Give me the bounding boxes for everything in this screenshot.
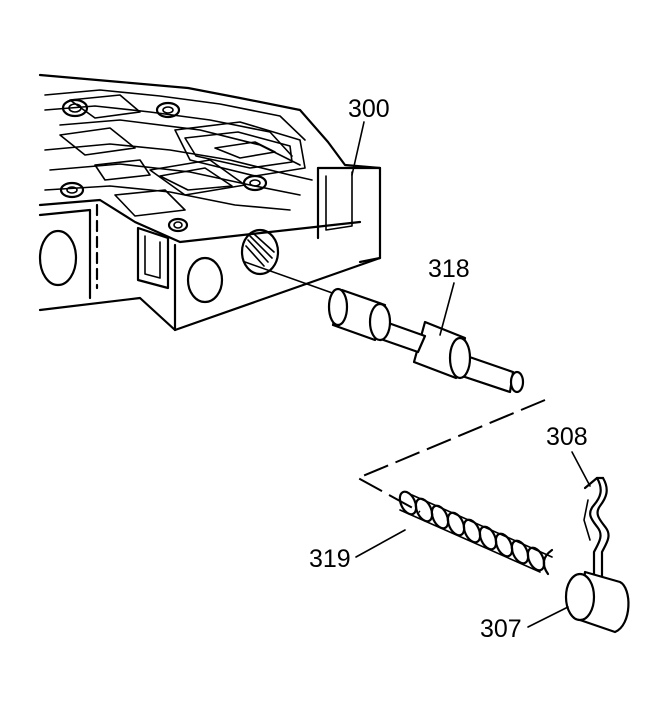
valve-bore bbox=[240, 228, 280, 276]
callout-308: 308 bbox=[546, 423, 588, 451]
valve bbox=[244, 261, 525, 394]
callout-307: 307 bbox=[480, 615, 522, 643]
alignment-axis-line bbox=[355, 399, 546, 513]
callout-319: 319 bbox=[309, 545, 351, 573]
bore-plug bbox=[564, 570, 630, 634]
leader-lines bbox=[351, 121, 591, 628]
valve-body bbox=[38, 73, 382, 332]
callout-300: 300 bbox=[348, 95, 390, 123]
callout-318: 318 bbox=[428, 255, 470, 283]
spring bbox=[398, 490, 554, 576]
retainer-clip bbox=[583, 476, 610, 587]
